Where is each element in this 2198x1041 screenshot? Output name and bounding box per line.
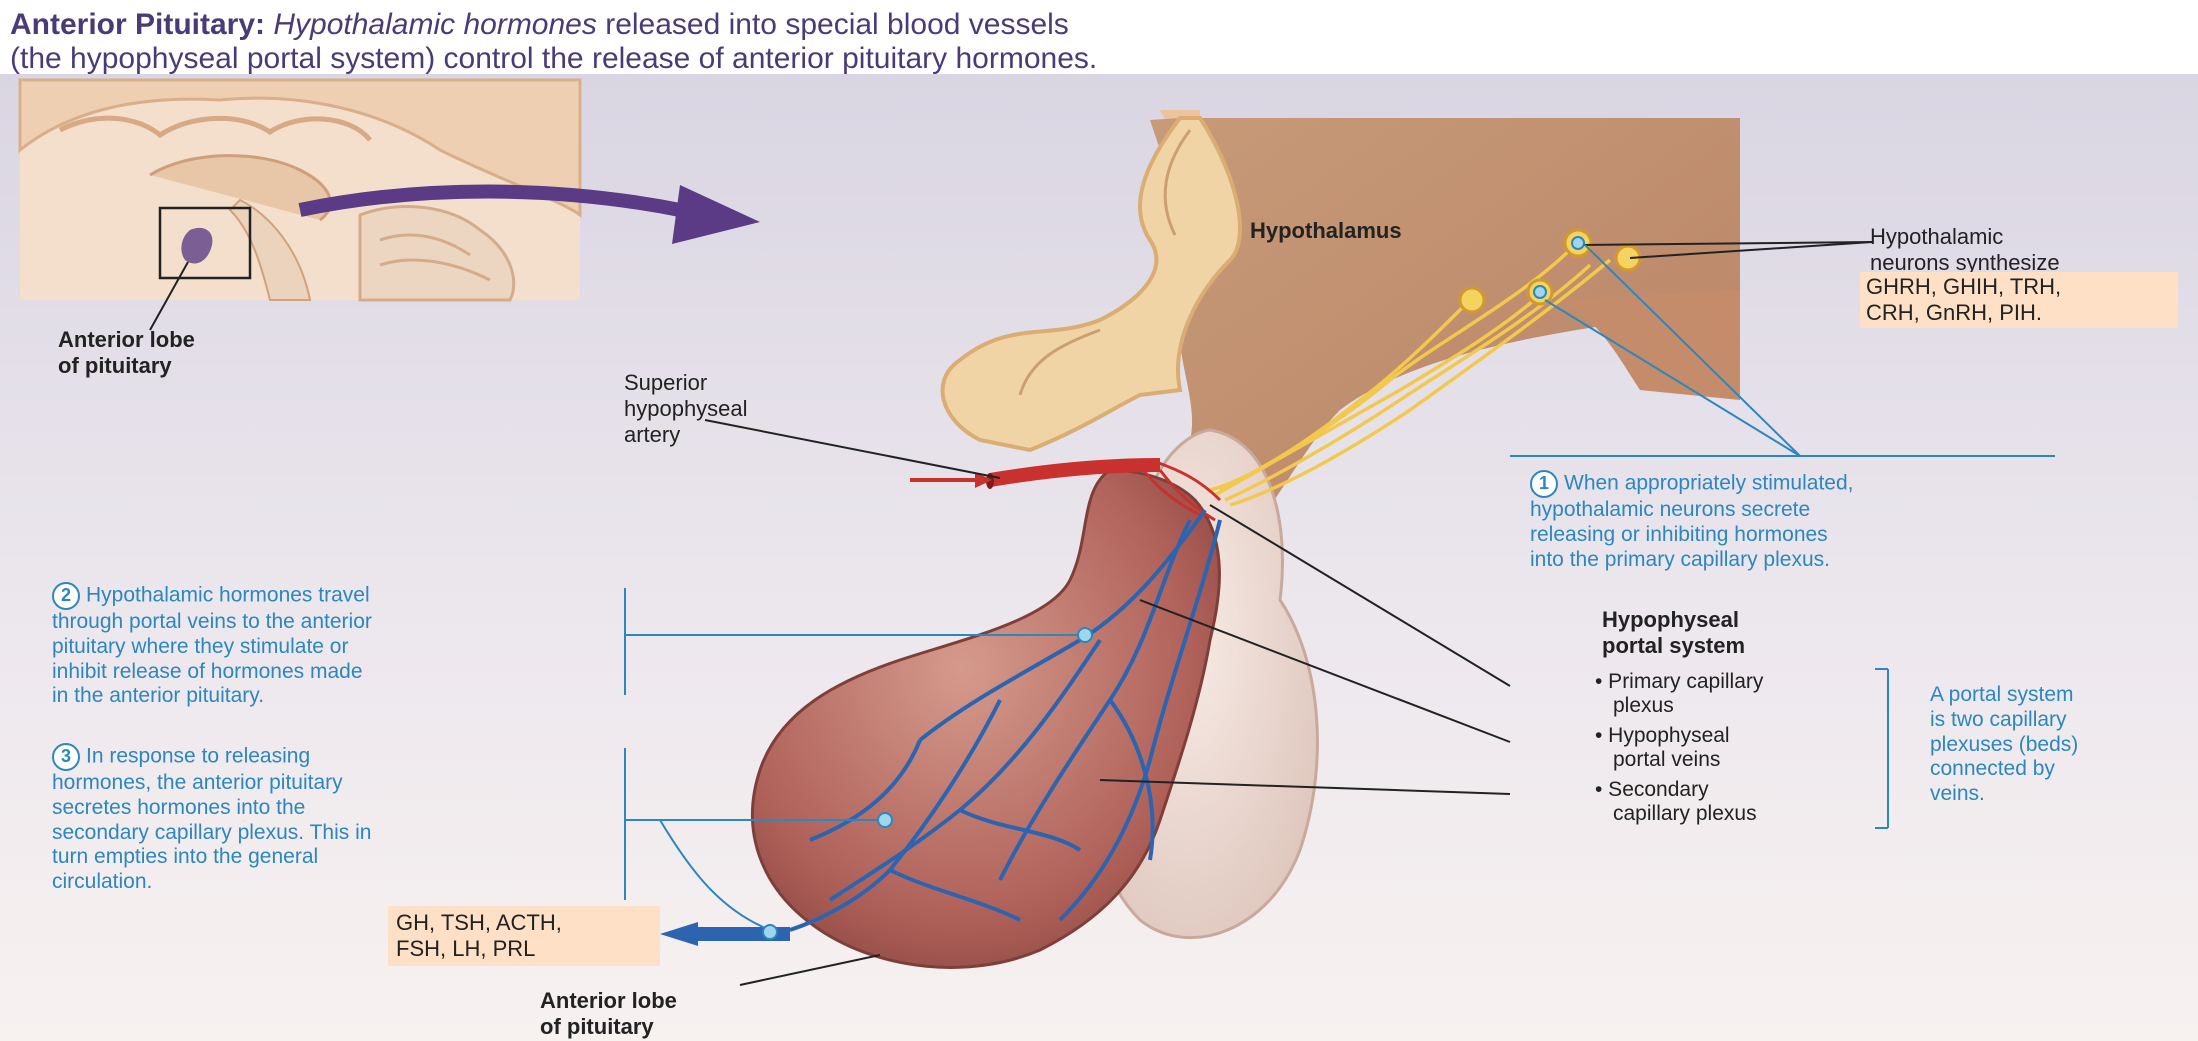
- portal-note-line1: A portal system: [1930, 683, 2078, 708]
- hypothalamic-hormones-box: GHRH, GHIH, TRH, CRH, GnRH, PIH.: [1860, 272, 2178, 328]
- step2-line2: through portal veins to the anterior: [52, 610, 372, 635]
- portal-note-line4: connected by: [1930, 757, 2078, 782]
- step1-line4: into the primary capillary plexus.: [1530, 548, 1853, 573]
- title-italic: Hypothalamic hormones: [273, 8, 596, 41]
- step1-line3: releasing or inhibiting hormones: [1530, 523, 1853, 548]
- pituitary-hormones-line1: GH, TSH, ACTH,: [396, 910, 652, 936]
- neurons-label-line4: CRH, GnRH, PIH.: [1866, 300, 2172, 326]
- neurons-label: Hypothalamic neurons synthesize: [1870, 224, 2060, 276]
- step3-line6: circulation.: [52, 870, 371, 895]
- step3-callout: 3 In response to releasing hormones, the …: [52, 743, 371, 895]
- portal-item-primary-line1: • Primary capillary: [1595, 670, 1763, 694]
- step1-callout: 1 When appropriately stimulated, hypothal…: [1530, 470, 1853, 572]
- portal-note-line3: plexuses (beds): [1930, 733, 2078, 758]
- portal-system-title: Hypophyseal portal system: [1602, 607, 1745, 659]
- portal-item-primary-line2: plexus: [1595, 694, 1763, 718]
- portal-note-line5: veins.: [1930, 782, 2078, 807]
- inset-label: Anterior lobe of pituitary: [58, 327, 195, 379]
- step2-number: 2: [52, 582, 80, 610]
- bottom-label-line1: Anterior lobe: [540, 988, 677, 1014]
- step2-line3: pituitary where they stimulate or: [52, 635, 372, 660]
- artery-label-line1: Superior: [624, 370, 748, 396]
- step3-line3: secretes hormones into the: [52, 796, 371, 821]
- step2-line4: inhibit release of hormones made: [52, 660, 372, 685]
- step1-line2: hypothalamic neurons secrete: [1530, 498, 1853, 523]
- portal-item-secondary-line1: • Secondary: [1595, 778, 1757, 802]
- portal-item-veins-line2: portal veins: [1595, 748, 1730, 772]
- artery-label-line3: artery: [624, 422, 748, 448]
- artery-label-line2: hypophyseal: [624, 396, 748, 422]
- step1-number: 1: [1530, 470, 1558, 498]
- pituitary-hormones-line2: FSH, LH, PRL: [396, 936, 652, 962]
- pituitary-hormones-box: GH, TSH, ACTH, FSH, LH, PRL: [388, 906, 660, 966]
- portal-item-veins-line1: • Hypophyseal: [1595, 724, 1730, 748]
- step3-line1: In response to releasing: [86, 745, 310, 768]
- step3-number: 3: [52, 743, 80, 771]
- step3-line2: hormones, the anterior pituitary: [52, 771, 371, 796]
- neurons-label-line1: Hypothalamic: [1870, 224, 2060, 250]
- inset-label-line1: Anterior lobe: [58, 327, 195, 353]
- page-title: Anterior Pituitary: Hypothalamic hormone…: [10, 8, 1097, 76]
- title-line1-rest: released into special blood vessels: [605, 8, 1069, 41]
- step1-line1: When appropriately stimulated,: [1564, 472, 1853, 495]
- portal-note-line2: is two capillary: [1930, 708, 2078, 733]
- step3-line4: secondary capillary plexus. This in: [52, 821, 371, 846]
- step2-line5: in the anterior pituitary.: [52, 684, 372, 709]
- portal-item-secondary-plexus: • Secondary capillary plexus: [1595, 778, 1757, 826]
- bottom-anterior-lobe-label: Anterior lobe of pituitary: [540, 988, 677, 1040]
- portal-item-primary-plexus: • Primary capillary plexus: [1595, 670, 1763, 718]
- inset-label-line2: of pituitary: [58, 353, 195, 379]
- neurons-label-line3: GHRH, GHIH, TRH,: [1866, 274, 2172, 300]
- step2-callout: 2 Hypothalamic hormones travel through po…: [52, 582, 372, 709]
- artery-label: Superior hypophyseal artery: [624, 370, 748, 448]
- hypothalamus-label: Hypothalamus: [1250, 218, 1402, 244]
- portal-system-title-line2: portal system: [1602, 633, 1745, 659]
- title-bold: Anterior Pituitary:: [10, 8, 265, 41]
- title-line2: (the hypophyseal portal system) control …: [10, 42, 1097, 76]
- portal-item-portal-veins: • Hypophyseal portal veins: [1595, 724, 1730, 772]
- step2-line1: Hypothalamic hormones travel: [86, 584, 370, 607]
- step3-line5: turn empties into the general: [52, 845, 371, 870]
- bottom-label-line2: of pituitary: [540, 1014, 677, 1040]
- portal-system-title-line1: Hypophyseal: [1602, 607, 1745, 633]
- portal-note: A portal system is two capillary plexuse…: [1930, 683, 2078, 807]
- portal-item-secondary-line2: capillary plexus: [1595, 802, 1757, 826]
